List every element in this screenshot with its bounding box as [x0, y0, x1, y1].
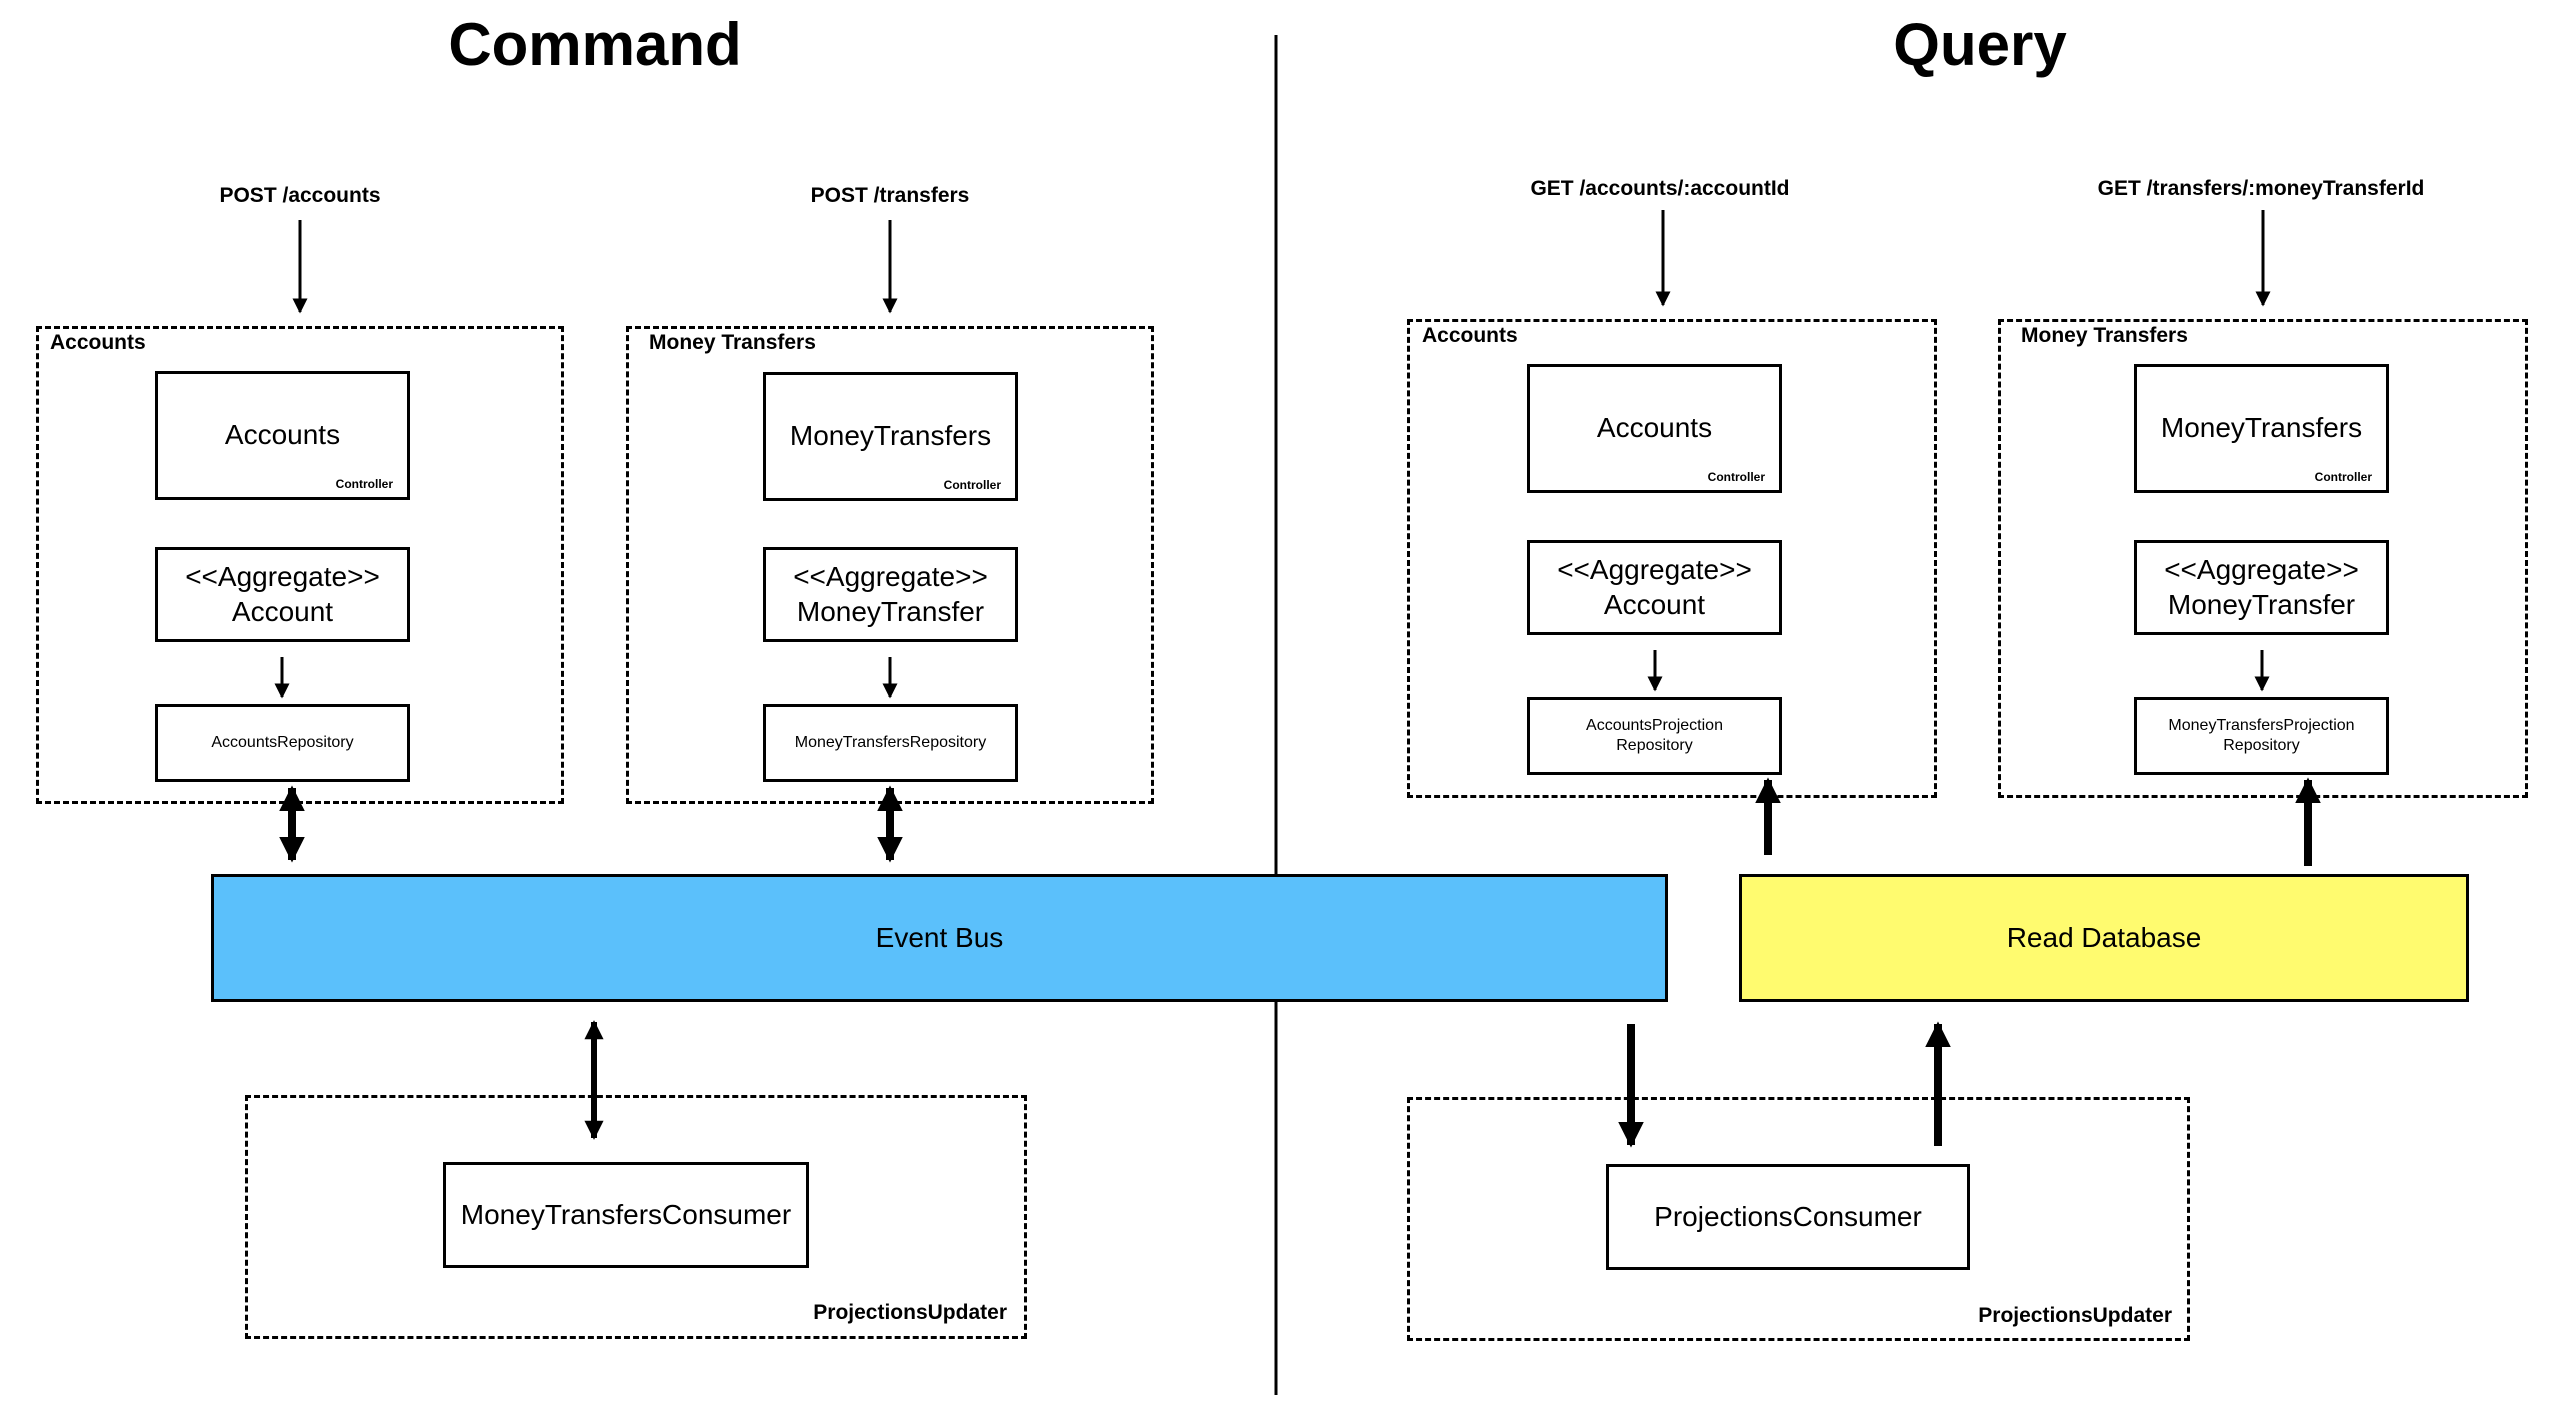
command-accounts-controller-name: Accounts — [224, 419, 341, 451]
command-accounts-controller-box: Accounts Controller — [155, 371, 410, 500]
endpoint-get-account: GET /accounts/:accountId — [1530, 177, 1790, 200]
read-database: Read Database — [1739, 874, 2469, 1002]
command-transfers-controller-name: MoneyTransfers — [789, 420, 992, 452]
query-accounts-repository-line2: Repository — [1616, 737, 1693, 754]
command-transfers-repository-box: MoneyTransfersRepository — [763, 704, 1018, 782]
command-section-title: Command — [448, 11, 742, 78]
command-transfer-aggregate-stereotype: <<Aggregate>> — [793, 561, 988, 593]
command-accounts-repository-name: AccountsRepository — [211, 734, 354, 751]
command-account-aggregate-box: <<Aggregate>> Account — [155, 547, 410, 642]
query-account-aggregate-box: <<Aggregate>> Account — [1527, 540, 1782, 635]
query-transfer-aggregate-box: <<Aggregate>> MoneyTransfer — [2134, 540, 2389, 635]
query-accounts-group-label: Accounts — [1422, 324, 1518, 347]
query-account-aggregate-name: Account — [1603, 588, 1706, 620]
query-accounts-repository-box: AccountsProjection Repository — [1527, 697, 1782, 775]
read-database-label: Read Database — [2006, 922, 2202, 953]
query-accounts-repository-line1: AccountsProjection — [1586, 717, 1723, 734]
query-accounts-group — [1407, 319, 1937, 798]
money-transfers-consumer-name: MoneyTransfersConsumer — [460, 1198, 792, 1230]
endpoint-post-transfers: POST /transfers — [810, 184, 970, 207]
query-accounts-controller-name: Accounts — [1596, 412, 1713, 444]
command-transfer-aggregate-name: MoneyTransfer — [796, 595, 985, 627]
query-account-aggregate-stereotype: <<Aggregate>> — [1557, 554, 1752, 586]
money-transfers-consumer-box: MoneyTransfersConsumer — [443, 1162, 809, 1268]
command-transfers-group-label: Money Transfers — [649, 331, 816, 354]
query-projections-updater-label: ProjectionsUpdater — [1978, 1304, 2172, 1327]
event-bus-label: Event Bus — [875, 922, 1004, 953]
query-transfers-controller-name: MoneyTransfers — [2160, 412, 2363, 444]
query-transfers-group-label: Money Transfers — [2021, 324, 2188, 347]
command-projections-updater-group — [245, 1095, 1027, 1339]
query-accounts-controller-tag: Controller — [1707, 470, 1765, 485]
command-transfers-controller-box: MoneyTransfers Controller — [763, 372, 1018, 501]
query-transfers-repository-line1: MoneyTransfersProjection — [2168, 717, 2355, 734]
query-accounts-controller-box: Accounts Controller — [1527, 364, 1782, 493]
query-projections-updater-group — [1407, 1097, 2190, 1341]
query-transfers-group — [1998, 319, 2528, 798]
query-transfer-aggregate-name: MoneyTransfer — [2167, 588, 2356, 620]
query-transfers-repository-box: MoneyTransfersProjection Repository — [2134, 697, 2389, 775]
query-transfer-aggregate-stereotype: <<Aggregate>> — [2164, 554, 2359, 586]
query-transfers-controller-tag: Controller — [2314, 470, 2372, 485]
command-account-aggregate-stereotype: <<Aggregate>> — [185, 561, 380, 593]
endpoint-get-transfer: GET /transfers/:moneyTransferId — [2097, 177, 2425, 200]
command-accounts-group-label: Accounts — [50, 331, 146, 354]
query-transfers-controller-box: MoneyTransfers Controller — [2134, 364, 2389, 493]
command-accounts-repository-box: AccountsRepository — [155, 704, 410, 782]
command-transfers-repository-name: MoneyTransfersRepository — [794, 734, 987, 751]
endpoint-post-accounts: POST /accounts — [219, 184, 381, 207]
projections-consumer-box: ProjectionsConsumer — [1606, 1164, 1970, 1270]
projections-consumer-name: ProjectionsConsumer — [1654, 1200, 1922, 1232]
command-projections-updater-label: ProjectionsUpdater — [813, 1301, 1007, 1324]
command-account-aggregate-name: Account — [231, 595, 334, 627]
query-transfers-repository-line2: Repository — [2223, 737, 2300, 754]
event-bus: Event Bus — [211, 874, 1668, 1002]
command-accounts-controller-tag: Controller — [335, 477, 393, 492]
command-transfer-aggregate-box: <<Aggregate>> MoneyTransfer — [763, 547, 1018, 642]
command-transfers-controller-tag: Controller — [943, 478, 1001, 493]
query-section-title: Query — [1893, 11, 2067, 78]
